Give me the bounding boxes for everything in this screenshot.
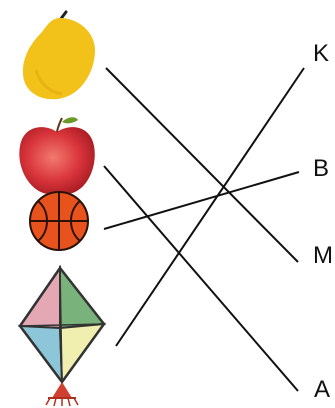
mango-icon xyxy=(23,12,95,99)
letter-k: K xyxy=(313,42,329,66)
apple-icon xyxy=(19,117,94,194)
letter-m: M xyxy=(313,244,333,268)
basketball-icon xyxy=(30,192,88,250)
letter-a: A xyxy=(314,378,330,402)
match-line-kite-k xyxy=(116,68,304,346)
match-line-mango-m xyxy=(106,68,298,262)
kite-icon xyxy=(20,268,104,406)
letter-b: B xyxy=(313,157,329,181)
